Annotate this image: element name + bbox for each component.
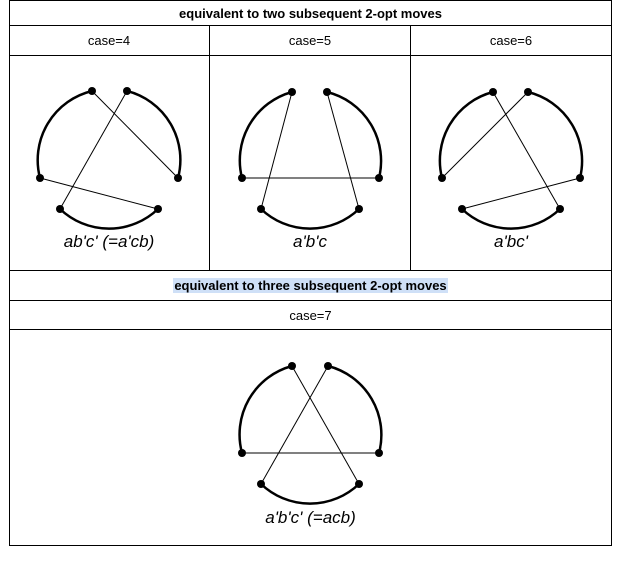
node [257,205,265,213]
header-two-moves: equivalent to two subsequent 2-opt moves [179,5,442,21]
edge [91,90,179,179]
node [123,87,131,95]
tour-segment [438,90,494,179]
rule [9,300,612,301]
tour-segment [260,483,360,505]
tour-segment [59,208,159,230]
node [288,88,296,96]
case-7-title: case=7 [289,307,332,323]
case-5-label: a'b'c [293,232,327,251]
tour-segment [238,90,293,179]
edge [461,177,581,210]
node [375,449,383,457]
rule [9,0,612,1]
rule [9,0,10,546]
rule [9,25,612,26]
tour-segment [36,89,93,179]
edge [291,365,360,485]
case-6-label: a'bc' [494,232,528,251]
edge [39,177,159,210]
edge [260,365,329,485]
case-5-title: case=5 [288,33,332,48]
rule [209,25,210,270]
edge [492,91,561,210]
node [355,205,363,213]
edge [326,91,360,210]
node [375,174,383,182]
node [355,480,363,488]
tour-segment [326,90,383,179]
node [524,88,532,96]
node [323,88,331,96]
tour-segment [126,89,182,179]
case-6-title: case=6 [489,33,533,48]
tour-segment [327,364,383,454]
rule [9,329,612,330]
node [489,88,497,96]
node [238,174,246,182]
header-three-moves-cell: equivalent to three subsequent 2-opt mov… [9,271,612,300]
node [36,174,44,182]
edge [59,90,128,210]
case-4-label: ab'c' (=a'cb) [63,232,155,251]
edge [441,91,529,179]
rule [9,55,612,56]
rule [9,545,612,546]
case-7-label: a'b'c' (=acb) [265,508,356,527]
node [438,174,446,182]
edge [260,91,293,210]
rule [611,0,612,546]
rule [410,25,411,270]
node [56,205,64,213]
node [556,205,564,213]
node [88,87,96,95]
node [257,480,265,488]
table: equivalent to two subsequent 2-opt moves… [9,0,612,546]
node [154,205,162,213]
tour-segment [260,208,360,230]
rule [9,270,612,271]
tour-segment [527,90,584,179]
node [288,362,296,370]
node [174,174,182,182]
case-4-title: case=4 [87,33,131,48]
header-three-moves: equivalent to three subsequent 2-opt mov… [173,278,448,293]
node [576,174,584,182]
node [324,362,332,370]
tour-segment [461,208,561,230]
node [458,205,466,213]
node [238,449,246,457]
tour-segment [238,364,293,454]
